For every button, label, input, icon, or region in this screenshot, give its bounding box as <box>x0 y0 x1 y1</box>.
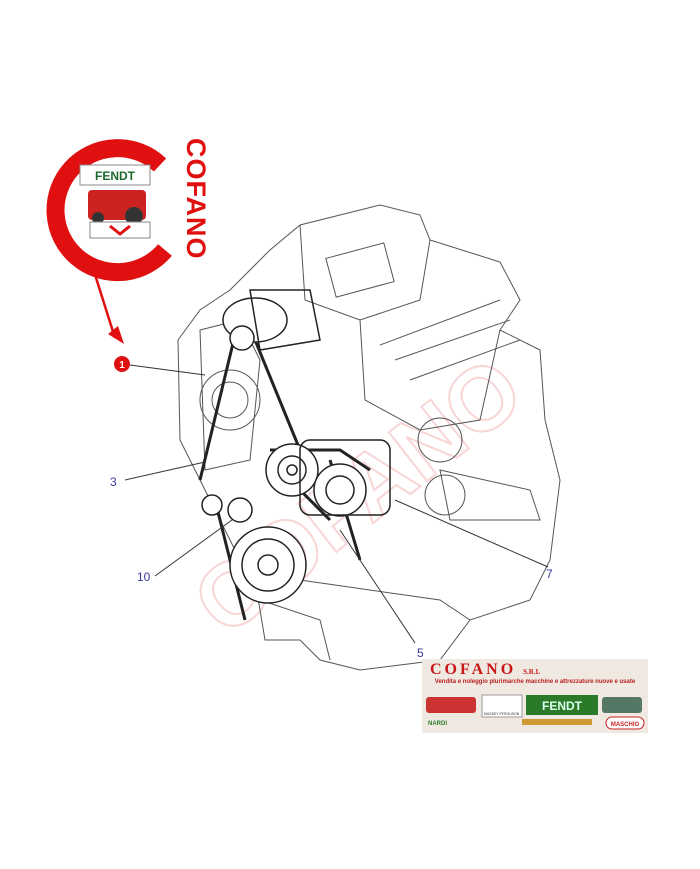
svg-text:FENDT: FENDT <box>542 699 583 713</box>
callout-5: 5 <box>417 646 424 660</box>
cofano-banner: COFANO S.R.L Vendita e noleggio plurimar… <box>422 659 648 733</box>
callout-3: 3 <box>110 475 117 489</box>
callout-1: 1 <box>114 356 130 372</box>
banner-brands: FENDT NARDI MASSEY FERGUSON MASCHIO <box>426 694 645 730</box>
callout-10: 10 <box>137 570 151 584</box>
banner-title: COFANO S.R.L <box>430 661 541 678</box>
callout-7: 7 <box>546 567 553 581</box>
logo-word: COFANO <box>181 138 211 260</box>
svg-text:MASSEY FERGUSON: MASSEY FERGUSON <box>484 712 520 716</box>
svg-text:NARDI: NARDI <box>428 721 447 727</box>
cofano-logo: FENDT <box>46 139 172 282</box>
svg-text:MASCHIO: MASCHIO <box>611 722 640 728</box>
banner-subtitle: Vendita e noleggio plurimarche macchine … <box>434 679 636 685</box>
belt-drive <box>198 289 391 621</box>
svg-text:FENDT: FENDT <box>95 169 136 183</box>
engine-block <box>177 204 561 671</box>
leader-lines <box>124 364 549 644</box>
svg-text:1: 1 <box>119 360 125 371</box>
